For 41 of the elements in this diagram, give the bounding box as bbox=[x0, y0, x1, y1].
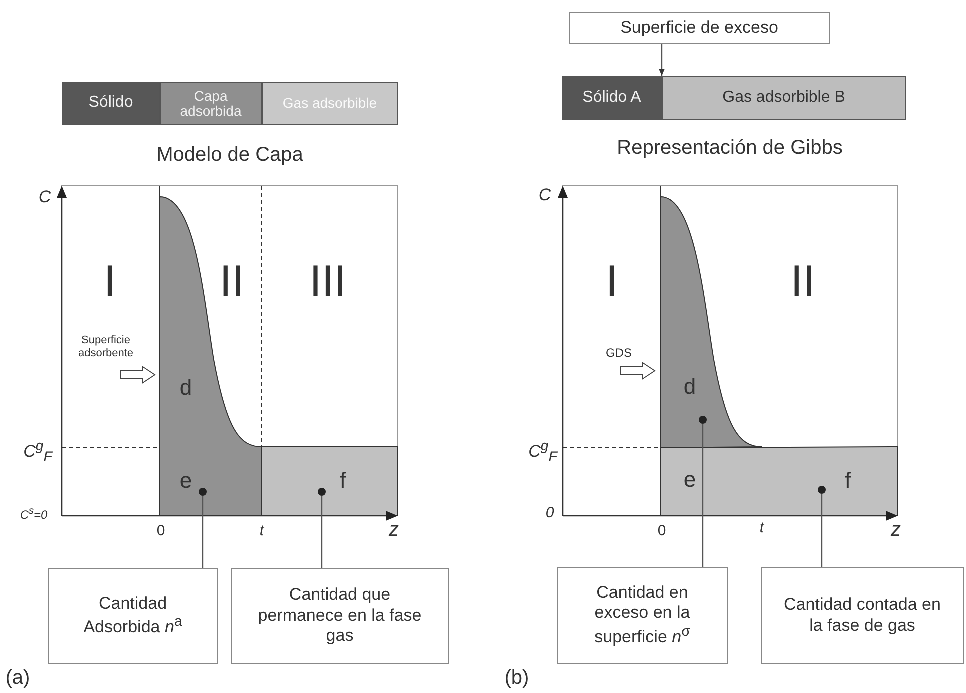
panel-label: (b) bbox=[504, 668, 530, 688]
area-label: e bbox=[684, 469, 696, 491]
axis-tick-label: t bbox=[760, 520, 764, 536]
axis-tick-label: 0 bbox=[156, 524, 166, 538]
adsorbed-layer-band: Capa adsorbida bbox=[160, 82, 262, 125]
area-label: e bbox=[180, 470, 192, 492]
panel-title: Representación de Gibbs bbox=[617, 138, 843, 158]
solid-band: Sólido A bbox=[562, 76, 662, 120]
leader-line bbox=[821, 494, 823, 567]
area-label: f bbox=[340, 470, 346, 492]
leader-line bbox=[202, 496, 204, 568]
axis-label: C$^{s}$=0 bbox=[20, 507, 48, 521]
axis-tick-label: 0 bbox=[546, 506, 554, 520]
solid-layer-band: Sólido bbox=[62, 82, 160, 125]
arrow bbox=[659, 44, 665, 76]
axis-label: C bbox=[538, 186, 552, 204]
region-label: I bbox=[104, 260, 116, 304]
region-label: II bbox=[220, 260, 244, 304]
area-label: d bbox=[180, 377, 192, 399]
callout-box: Cantidad que permanece en la fase gas bbox=[231, 568, 449, 664]
axis-label: z bbox=[891, 520, 901, 540]
gas-band: Gas adsorbible B bbox=[662, 76, 906, 120]
axis-tick-label: 0 bbox=[658, 524, 666, 538]
area-label: f bbox=[844, 470, 852, 492]
panel-label: (a) bbox=[6, 668, 30, 688]
leader-line bbox=[321, 496, 323, 568]
leader-line bbox=[702, 424, 704, 567]
callout-box: Cantidad en exceso en la superficie n$^{σ}$ bbox=[557, 567, 728, 664]
axis-label: C bbox=[38, 188, 52, 206]
region-label: II bbox=[790, 260, 816, 304]
region-label: I bbox=[606, 260, 618, 304]
annotation-text: Superficie adsorbente bbox=[77, 334, 135, 360]
axis-label: z bbox=[389, 520, 399, 540]
region-label: III bbox=[310, 260, 346, 304]
annotation-text: GDS bbox=[606, 347, 632, 359]
callout-box: Superficie de exceso bbox=[569, 12, 830, 44]
panel-title: Modelo de Capa bbox=[156, 145, 304, 165]
area-label: d bbox=[684, 376, 696, 398]
axis-tick-label: t bbox=[260, 524, 264, 538]
callout-box: Cantidad contada en la fase de gas bbox=[761, 567, 964, 664]
callout-box: Cantidad Adsorbida n$^{a}$ bbox=[48, 568, 218, 664]
